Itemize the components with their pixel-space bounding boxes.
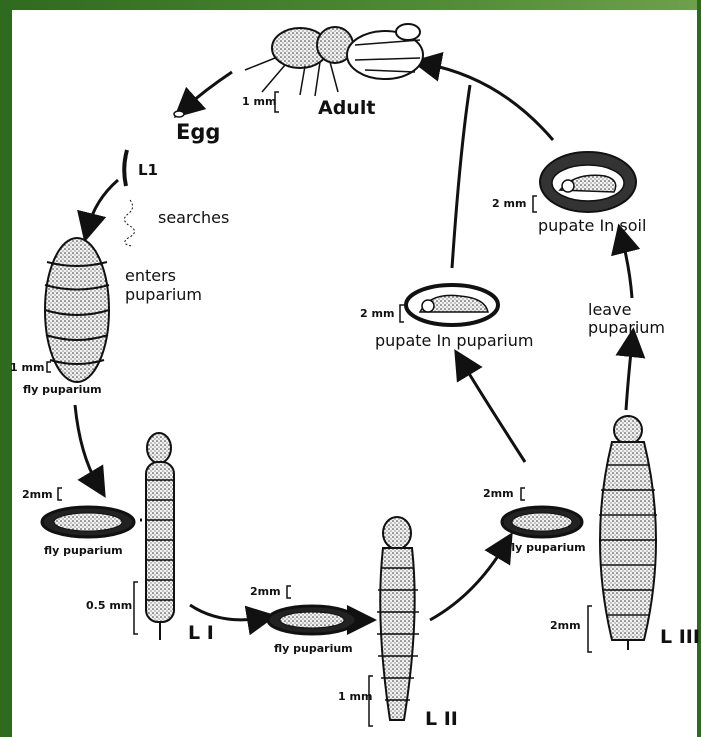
arrow-pupate-puparium-to-adult [452,85,470,268]
arrow-adult-to-egg [185,72,232,108]
l1-larva-drawing [146,433,174,640]
scale-label-l3: 2mm [550,620,581,631]
label-fly-puparium-4: fly puparium [507,542,586,553]
l1-larva-top-drawing [124,150,127,186]
label-searches: searches [158,210,229,226]
scale-bar-host [47,362,51,372]
arrow-l1-to-host [88,180,118,228]
label-pupate-in-puparium: pupate In puparium [375,333,533,349]
label-fly-puparium-3: fly puparium [274,643,353,654]
scale-label-puparium-pupa: 2 mm [360,308,394,319]
label-enters-puparium: puparium [125,287,202,303]
scale-label-fly-bottom: 2mm [250,586,281,597]
scale-bar-fly-right [521,488,525,500]
label-enters: enters [125,268,176,284]
label-l1-bottom: L I [188,624,214,643]
arrow-right-puparium-to-pupate-puparium [462,362,525,462]
arrow-leave-to-soil [622,238,632,298]
egg-drawing [174,111,184,117]
scale-label-adult: 1 mm [242,96,276,107]
scale-bar-puparium-pupa [400,305,404,322]
fly-puparium-bottom-drawing [268,606,356,634]
label-leave-puparium: puparium [588,320,665,336]
fly-puparium-right-drawing [502,507,582,537]
fly-puparium-left-drawing [42,507,134,537]
l3-larva-drawing [599,416,657,650]
label-l1-top: L1 [138,163,158,178]
label-fly-puparium-1: fly puparium [23,384,102,395]
scale-bar-l1 [134,582,138,634]
arrow-l3-to-leave [626,342,632,410]
pupate-in-puparium-drawing [406,285,498,325]
scale-bar-fly-left [58,488,62,500]
adult-beetle-drawing [245,24,423,96]
scale-label-fly-right: 2mm [483,488,514,499]
scale-label-host: 1 mm [10,362,44,373]
label-fly-puparium-2: fly puparium [44,545,123,556]
arrow-soil-to-adult [426,64,553,140]
host-puparium-drawing [45,238,109,382]
label-adult: Adult [318,99,375,118]
label-l2: L II [425,710,458,729]
label-leave: leave [588,302,631,318]
scale-bar-soil [533,196,537,212]
scale-label-soil: 2 mm [492,198,526,209]
arrow-host-to-puparium [75,405,98,485]
scale-bar-l3 [588,606,592,652]
l2-larva-drawing [377,517,419,720]
arrow-l2-to-right-puparium [430,545,505,620]
scale-label-l1: 0.5 mm [86,600,132,611]
label-pupate-in-soil: pupate In soil [538,218,646,234]
arrow-l1-to-bottom-puparium [190,605,262,620]
label-l3: L III [660,628,700,647]
scale-bar-fly-bottom [287,586,291,598]
scale-label-fly-left: 2mm [22,489,53,500]
search-trail [124,200,134,246]
label-egg: Egg [176,122,220,143]
pupate-in-soil-drawing [540,152,636,212]
scale-label-l2: 1 mm [338,691,372,702]
